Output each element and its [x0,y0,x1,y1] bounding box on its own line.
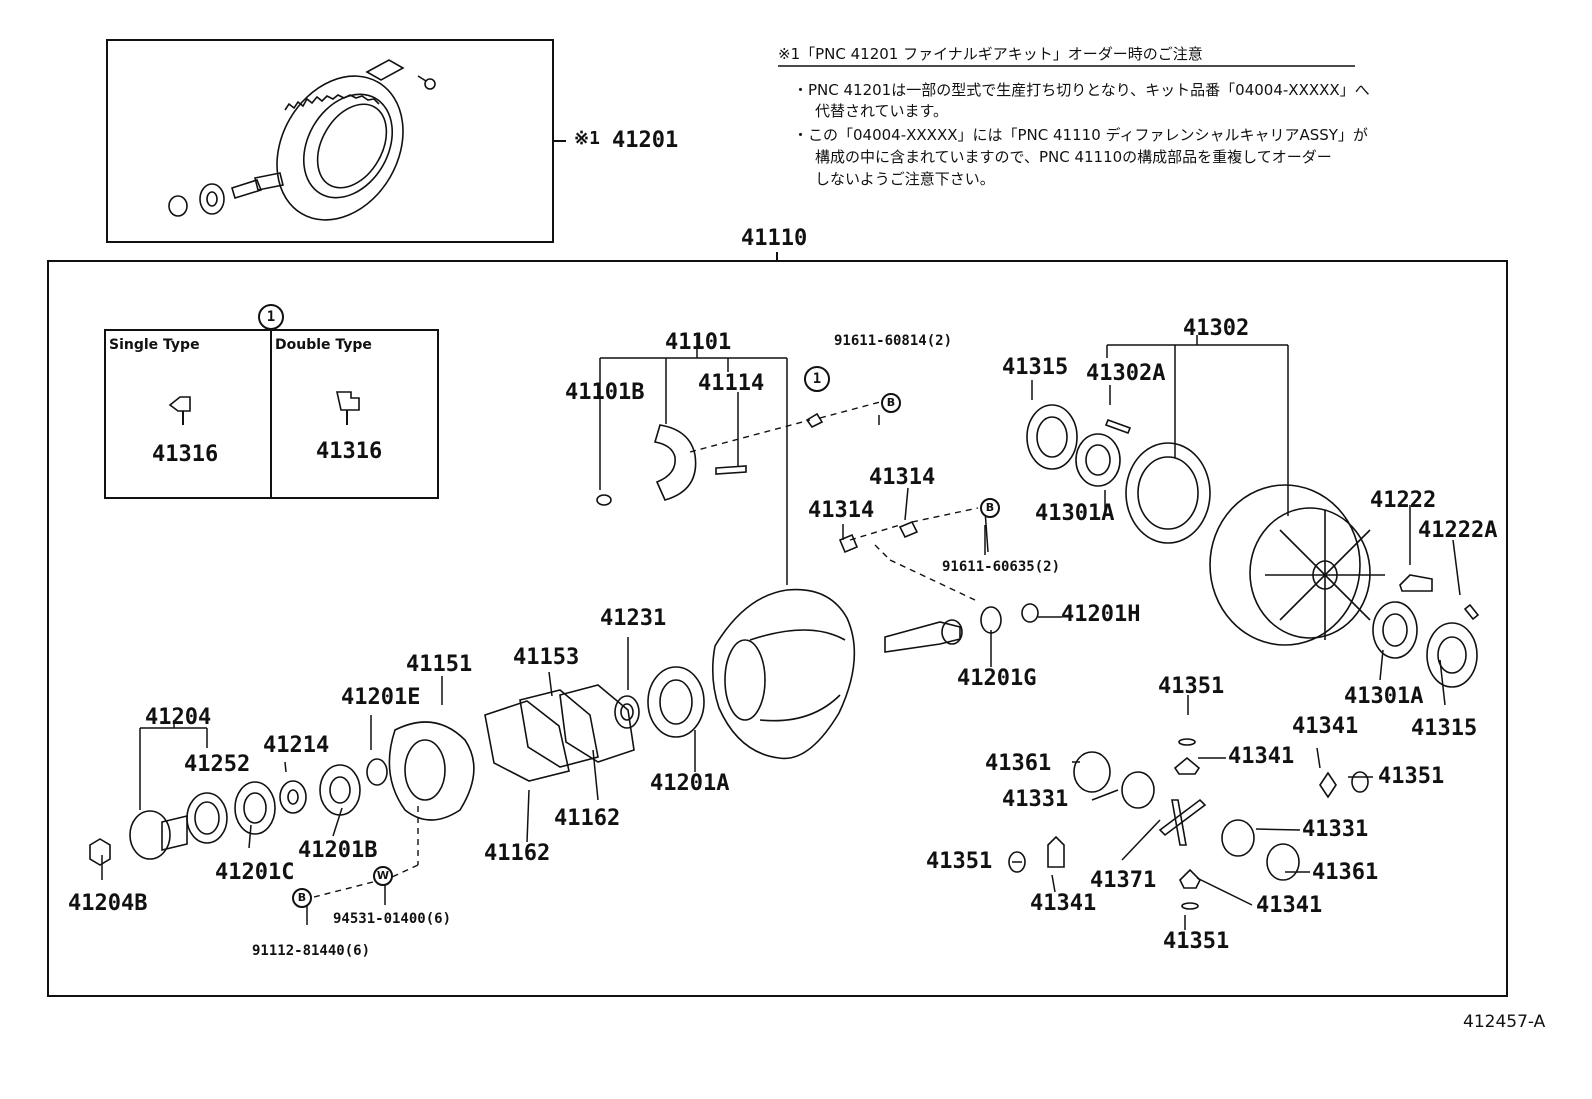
part-label-41222A[interactable]: 41222A [1418,518,1498,543]
bolt-badge-b-1: B [881,393,901,413]
dashed-lines [313,401,979,898]
part-label-41201[interactable]: 41201 [612,128,679,153]
part-label-41301A-right[interactable]: 41301A [1344,684,1424,709]
part-label-41204[interactable]: 41204 [145,705,212,730]
single-type-header: Single Type [109,337,200,353]
part-label-41351-left[interactable]: 41351 [926,849,993,874]
part-label-41201H[interactable]: 41201H [1061,602,1141,627]
part-label-41201C[interactable]: 41201C [215,860,295,885]
part-shapes [89,404,1480,910]
part-label-41101[interactable]: 41101 [665,330,732,355]
note-line-3: ・この「04004-XXXXX」には「PNC 41110 ディファレンシャルキャ… [793,126,1368,144]
part-label-91611-60635[interactable]: 91611-60635(2) [942,559,1061,575]
bolt-badge-b-3: B [292,888,312,908]
note-title: ※1「PNC 41201 ファイナルギアキット」オーダー時のご注意 [778,45,1203,63]
reference-mark-1-carrier: 1 [804,366,830,392]
note-line-2: 代替されています。 [815,102,949,120]
bolt-badge-b-2: B [980,498,1000,518]
ring-gear-kit-drawing [168,59,436,221]
part-label-41302[interactable]: 41302 [1183,316,1250,341]
note-line-4: 構成の中に含まれていますので、PNC 41110の構成部品を重複してオーダー [815,148,1332,166]
part-label-41315-right[interactable]: 41315 [1411,716,1478,741]
top-kit-frame [106,39,554,243]
kit-mark: ※1 [574,128,600,149]
part-label-41341-bottom[interactable]: 41341 [1256,893,1323,918]
figure-id: 412457-A [1463,1012,1546,1032]
part-label-41341-top[interactable]: 41341 [1228,744,1295,769]
part-label-41153[interactable]: 41153 [513,645,580,670]
part-label-41316-single[interactable]: 41316 [152,442,219,467]
part-label-41351-bottom[interactable]: 41351 [1163,929,1230,954]
part-label-41162-right[interactable]: 41162 [554,806,621,831]
part-label-41162-left[interactable]: 41162 [484,841,551,866]
part-label-41101B[interactable]: 41101B [565,380,645,405]
note-line-5: しないようご注意下さい。 [815,170,995,188]
part-label-91611-60814[interactable]: 91611-60814(2) [834,333,953,349]
part-label-41222[interactable]: 41222 [1370,488,1437,513]
part-label-41351-top[interactable]: 41351 [1158,674,1225,699]
part-label-41201E[interactable]: 41201E [341,685,421,710]
part-label-41204B[interactable]: 41204B [68,891,148,916]
part-label-41314-right[interactable]: 41314 [869,465,936,490]
part-label-41231[interactable]: 41231 [600,606,667,631]
part-label-41371[interactable]: 41371 [1090,868,1157,893]
part-label-41341-left[interactable]: 41341 [1030,891,1097,916]
part-label-41110[interactable]: 41110 [741,226,808,251]
part-label-41151[interactable]: 41151 [406,652,473,677]
part-label-41214[interactable]: 41214 [263,733,330,758]
part-label-91112-81440[interactable]: 91112-81440(6) [252,943,371,959]
part-label-41341-right[interactable]: 41341 [1292,714,1359,739]
part-label-41361-left[interactable]: 41361 [985,751,1052,776]
part-label-41315-top[interactable]: 41315 [1002,355,1069,380]
note-line-1: ・PNC 41201は一部の型式で生産打ち切りとなり、キット品番「04004-X… [793,81,1370,99]
leader-lines [101,335,1461,930]
part-label-41351-right[interactable]: 41351 [1378,764,1445,789]
part-label-41302A[interactable]: 41302A [1086,361,1166,386]
part-label-94531-01400[interactable]: 94531-01400(6) [333,911,452,927]
part-label-41301A-top[interactable]: 41301A [1035,501,1115,526]
washer-badge-w: W [373,866,393,886]
reference-mark-1: 1 [258,304,284,330]
part-label-41331-left[interactable]: 41331 [1002,787,1069,812]
double-type-header: Double Type [275,337,372,353]
part-label-41201A-left[interactable]: 41201A [650,771,730,796]
part-label-41252[interactable]: 41252 [184,752,251,777]
part-label-41331-right[interactable]: 41331 [1302,817,1369,842]
part-label-41201G[interactable]: 41201G [957,666,1037,691]
part-label-41361-right[interactable]: 41361 [1312,860,1379,885]
part-label-41316-double[interactable]: 41316 [316,439,383,464]
part-label-41314-left[interactable]: 41314 [808,498,875,523]
part-label-41114[interactable]: 41114 [698,371,765,396]
part-label-41201B[interactable]: 41201B [298,838,378,863]
